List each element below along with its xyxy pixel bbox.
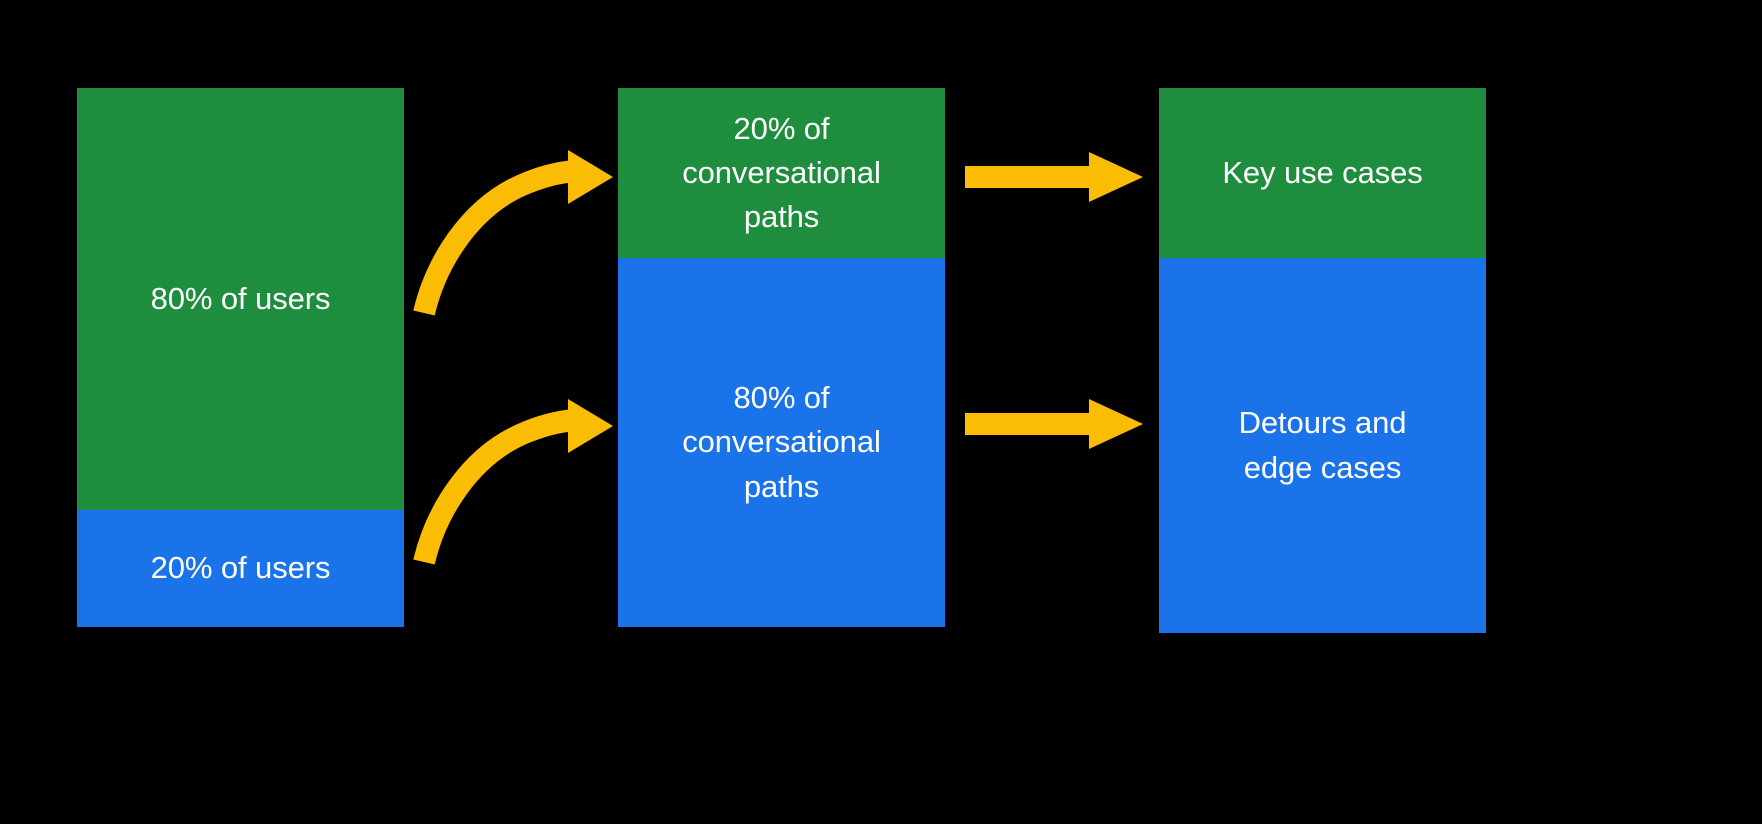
- segment-users-blue-label: 20% of users: [150, 550, 331, 586]
- segment-outcomes-blue[interactable]: Detours and edge cases: [1159, 258, 1486, 633]
- segment-paths-blue[interactable]: 80% of conversational paths: [618, 258, 945, 627]
- column-conversational-paths: 20% of conversational paths 80% of conve…: [618, 88, 945, 627]
- segment-outcomes-green[interactable]: Key use cases: [1159, 88, 1486, 258]
- segment-users-blue[interactable]: 20% of users: [77, 510, 404, 627]
- segment-paths-green[interactable]: 20% of conversational paths: [618, 88, 945, 258]
- connector-straight-arrow-top[interactable]: [960, 160, 1150, 200]
- column-users: 80% of users 20% of users: [77, 88, 404, 627]
- connector-curve-arrow-top[interactable]: [410, 150, 615, 350]
- segment-outcomes-green-label: Key use cases: [1222, 154, 1423, 190]
- segment-users-green-label: 80% of users: [150, 280, 331, 316]
- segment-paths-blue-label: 80% of conversational paths: [682, 380, 881, 504]
- connector-curve-arrow-bottom[interactable]: [410, 385, 615, 585]
- connector-straight-arrow-bottom[interactable]: [960, 407, 1150, 447]
- column-outcomes: Key use cases Detours and edge cases: [1159, 88, 1486, 633]
- segment-users-green[interactable]: 80% of users: [77, 88, 404, 510]
- segment-outcomes-blue-label: Detours and edge cases: [1238, 405, 1407, 485]
- segment-paths-green-label: 20% of conversational paths: [682, 110, 881, 234]
